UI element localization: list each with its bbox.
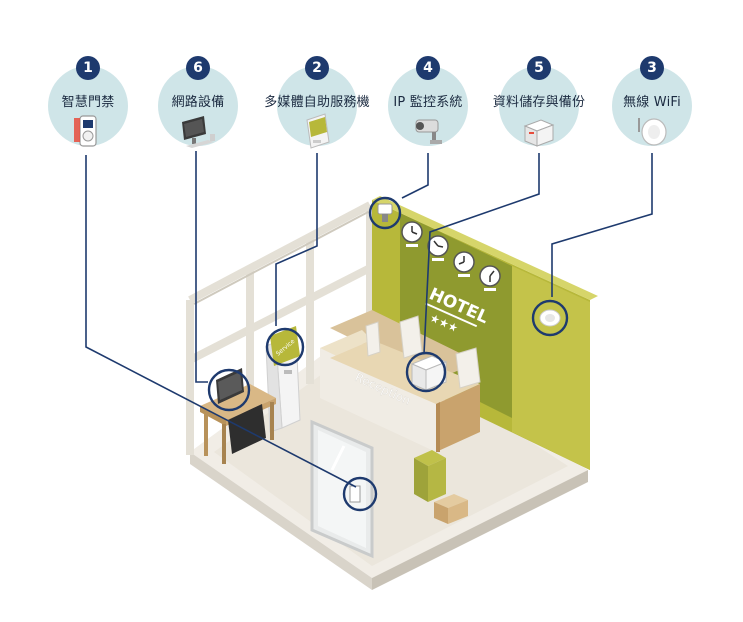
wall-clocks xyxy=(401,221,501,291)
wall-wifi-ap xyxy=(539,309,561,327)
feature-wifi: 3 無線 WiFi xyxy=(604,56,700,168)
security-camera-icon xyxy=(415,119,442,144)
feature-number-badge: 1 xyxy=(76,56,100,80)
feature-number-badge: 6 xyxy=(186,56,210,80)
feature-kiosk: 2 多媒體自助服務機 xyxy=(264,56,370,168)
kiosk-icon xyxy=(306,113,330,149)
highlight-network-desk xyxy=(207,368,251,412)
feature-smart-access: 1 智慧門禁 xyxy=(40,56,136,168)
feature-label: 智慧門禁 xyxy=(61,95,115,110)
service-kiosk: Service xyxy=(265,326,301,433)
entrance-door xyxy=(310,419,374,559)
feature-label: IP 監控系統 xyxy=(393,95,463,110)
feature-number-badge: 5 xyxy=(527,56,551,80)
connector-lines xyxy=(85,151,653,488)
feature-label: 多媒體自助服務機 xyxy=(264,95,370,110)
highlight-door-lock xyxy=(342,476,378,512)
storage-device-icon xyxy=(523,119,555,147)
feature-label: 網路設備 xyxy=(171,95,225,110)
highlight-wifi xyxy=(531,299,569,337)
window-wall-shadow xyxy=(193,210,371,305)
highlight-kiosk xyxy=(265,327,305,367)
wall-camera xyxy=(377,203,393,222)
window-wall xyxy=(186,201,374,455)
feature-label: 資料儲存與備份 xyxy=(492,95,586,110)
luggage xyxy=(414,450,468,524)
feature-storage: 5 資料儲存與備份 xyxy=(491,56,587,168)
highlight-storage xyxy=(405,351,447,393)
feature-label: 無線 WiFi xyxy=(623,95,681,110)
wifi-access-point-icon xyxy=(638,118,667,146)
highlight-camera xyxy=(368,196,402,230)
feature-ip-camera: 4 IP 監控系統 xyxy=(380,56,476,168)
feature-number-badge: 4 xyxy=(416,56,440,80)
computer-icon xyxy=(182,116,215,148)
smart-lock-icon xyxy=(74,115,97,147)
reception-chairs xyxy=(365,315,481,389)
network-desk xyxy=(200,368,276,464)
highlight-circles xyxy=(207,196,569,512)
feature-number-badge: 2 xyxy=(305,56,329,80)
feature-number-badge: 3 xyxy=(640,56,664,80)
feature-network: 6 網路設備 xyxy=(150,56,246,168)
